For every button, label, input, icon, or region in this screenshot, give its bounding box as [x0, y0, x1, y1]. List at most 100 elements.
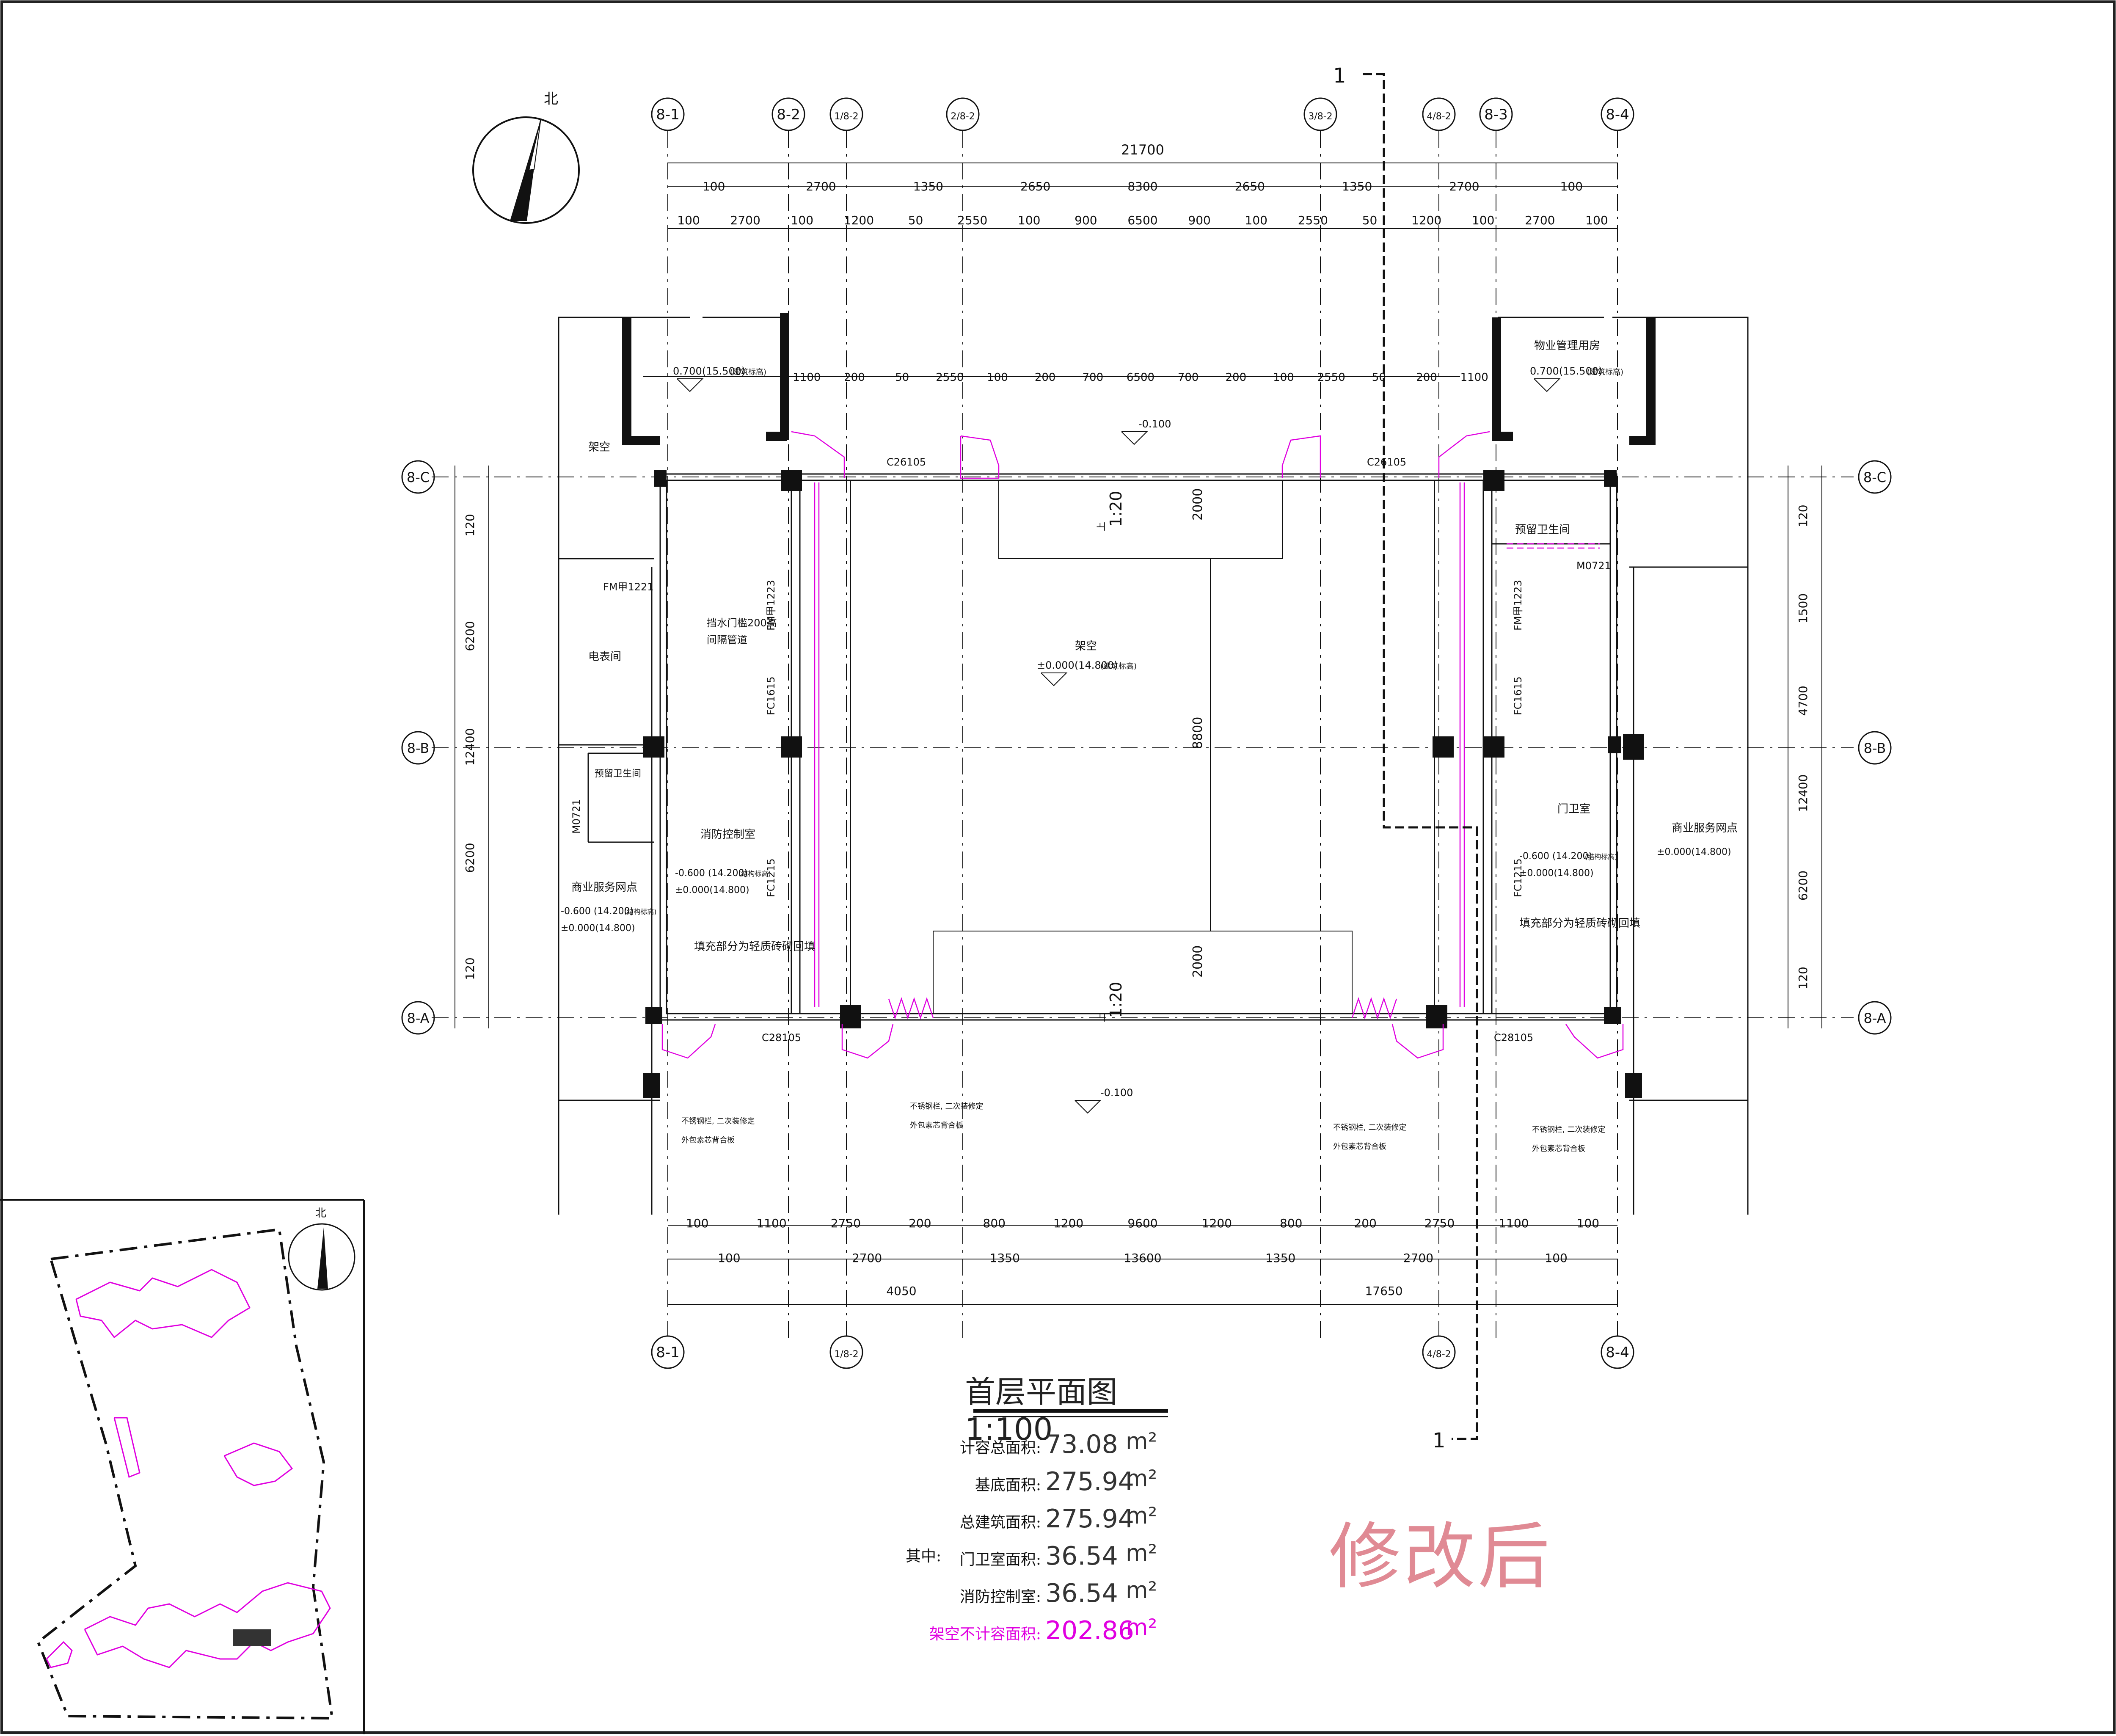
grid-bubble-label: 1/8-2: [834, 1349, 858, 1360]
grid-bubble-label: 8-4: [1606, 106, 1629, 123]
dim-inner-vertical-bottom: 2000: [1190, 945, 1205, 978]
grid-bubbles-bottom: 8-1 1/8-2 4/8-2 8-4: [651, 1335, 1634, 1369]
level-zero-guard: ±0.000(14.800): [1519, 868, 1594, 879]
revision-stamp: 修改后: [1329, 1515, 1553, 1599]
grid-bubble-label: 8-B: [407, 740, 430, 756]
grid-bubble-label: 8-C: [1863, 469, 1886, 485]
stat-unit: m²: [1126, 1577, 1157, 1604]
dim-text: 6200: [463, 843, 477, 873]
grid-bubble-row-8-A-right: 8-A: [1858, 1001, 1892, 1035]
ramp-arrow-bottom: 上: [1097, 1013, 1107, 1022]
section-line: [1363, 73, 1478, 1440]
grid-bubble-label: 4/8-2: [1427, 111, 1451, 122]
opening-fc1615-left: FC1615: [765, 676, 777, 715]
grid-bubble-bottom-8-1: 8-1: [651, 1335, 685, 1369]
pipe-well-note: 间隔管道: [707, 634, 747, 646]
dim-text: 100: [686, 1216, 708, 1230]
dim-text: 2550: [1317, 371, 1345, 384]
opening-m0721-right: M0721: [1576, 560, 1611, 572]
room-guard: 门卫室: [1557, 803, 1590, 816]
dim-text: 1100: [1499, 1216, 1529, 1230]
dim-text: 6500: [1127, 371, 1154, 384]
dim-text: 8300: [1127, 179, 1157, 193]
opening-c26105-left: C26105: [887, 456, 926, 468]
dim-text: 200: [1354, 1216, 1376, 1230]
canopy-note-2a: 不锈钢栏, 二次装修定: [910, 1102, 983, 1111]
title-underline-thin: [973, 1416, 1168, 1417]
dim-text: 2550: [957, 213, 987, 227]
grid-bubble-label: 4/8-2: [1427, 1349, 1451, 1360]
level-top-right-note: (建筑标高): [1587, 368, 1623, 377]
magenta-details: [661, 431, 1624, 1059]
stat-label: 消防控制室:: [959, 1588, 1041, 1606]
grid-bubble-top-3-8-2: 3/8-2: [1303, 97, 1337, 131]
dim-text: 6500: [1127, 213, 1157, 227]
dim-text: 120: [1796, 504, 1810, 527]
opening-c28105-right: C28105: [1494, 1032, 1533, 1044]
grid-bubble-row-8-A-left: 8-A: [401, 1001, 435, 1035]
dim-text: 200: [1416, 371, 1437, 384]
grid-bubble-label: 3/8-2: [1308, 111, 1332, 122]
stat-label: 门卫室面积:: [959, 1551, 1041, 1568]
dim-inner-vertical-mid: 8800: [1190, 717, 1205, 749]
dim-text: 2650: [1020, 179, 1050, 193]
section-mark-top: 1: [1333, 64, 1346, 88]
grid-bubble-top-1-8-2: 1/8-2: [829, 97, 863, 131]
stat-prefix: 其中:: [906, 1548, 942, 1565]
level-zero-commercial-right: ±0.000(14.800): [1657, 847, 1731, 857]
room-central-void: 架空: [1075, 640, 1097, 653]
stat-label: 基底面积:: [975, 1477, 1041, 1494]
dim-text: 2550: [1298, 213, 1328, 227]
grid-bubble-label: 8-A: [407, 1010, 429, 1026]
level-struct-left: -0.600 (14.200): [675, 868, 748, 879]
dim-text: 50: [908, 213, 923, 227]
key-plan: 北: [0, 1199, 365, 1734]
dim-inner-vertical-top: 2000: [1190, 488, 1205, 521]
dim-text: 1350: [990, 1251, 1020, 1265]
level-top-left-note: (建筑标高): [730, 368, 766, 377]
opening-c26105-right: C26105: [1367, 456, 1406, 468]
dim-text: 17650: [1365, 1284, 1402, 1298]
stat-value: 202.86: [1045, 1616, 1134, 1645]
dim-text: 2700: [1525, 213, 1555, 227]
struct-note-commercial: (结构标高): [624, 908, 657, 916]
section-mark-bottom: 1: [1433, 1429, 1446, 1452]
grid-bubble-label: 2/8-2: [951, 111, 975, 122]
stat-unit: m²: [1126, 1428, 1157, 1455]
dim-text: 2700: [806, 179, 836, 193]
dim-text: 120: [1796, 967, 1810, 989]
dim-text: 2550: [936, 371, 964, 384]
grid-bubble-label: 8-A: [1863, 1010, 1886, 1026]
grid-bubble-label: 8-4: [1606, 1344, 1629, 1361]
grid-bubble-bottom-8-4: 8-4: [1601, 1335, 1634, 1369]
fill-note-left: 填充部分为轻质砖砌回填: [694, 940, 815, 953]
dim-text: 2700: [730, 213, 760, 227]
canopy-note-1a: 不锈钢栏, 二次装修定: [681, 1117, 755, 1126]
dim-text: 2650: [1235, 179, 1265, 193]
dim-text: 2700: [1403, 1251, 1433, 1265]
structural-walls: [622, 313, 1656, 1098]
canopy-note-3b: 外包素芯背合板: [1333, 1142, 1386, 1151]
grid-bubble-top-2-8-2: 2/8-2: [946, 97, 980, 131]
level-top-right: 0.700(15.500): [1530, 365, 1602, 377]
opening-fm1223-right: FM甲1223: [1512, 580, 1524, 631]
stat-label: 计容总面积:: [959, 1439, 1041, 1457]
dim-text: 100: [1545, 1251, 1567, 1265]
room-wc-right: 预留卫生间: [1515, 524, 1570, 536]
stat-label: 总建筑面积:: [959, 1514, 1041, 1531]
north-label: 北: [544, 91, 558, 107]
room-elec: 电表间: [588, 650, 621, 663]
level-top-left: 0.700(15.500): [673, 365, 745, 377]
stat-value: 36.54: [1045, 1541, 1118, 1571]
dim-text: 1200: [1411, 213, 1441, 227]
level-struct-commercial: -0.600 (14.200): [561, 906, 634, 917]
dim-text: 100: [1585, 213, 1608, 227]
keyplan-north-label: 北: [315, 1207, 326, 1220]
grid-bubble-top-4-8-2: 4/8-2: [1422, 97, 1456, 131]
